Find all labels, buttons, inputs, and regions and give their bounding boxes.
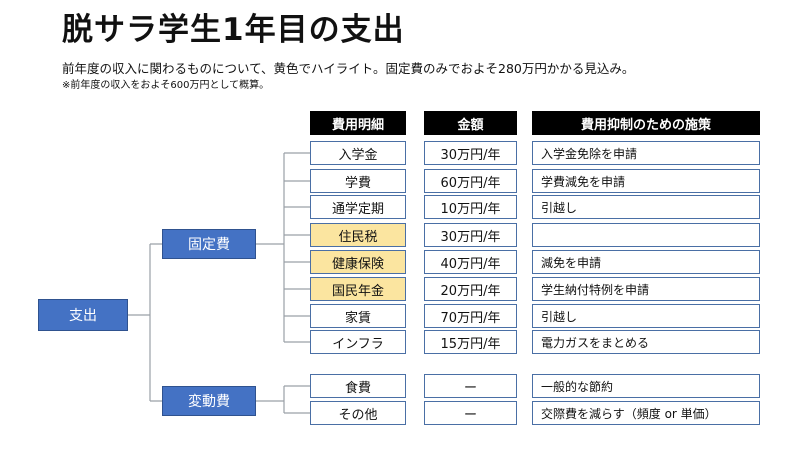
measure-cell: 入学金免除を申請 xyxy=(532,141,760,165)
item-cell: インフラ xyxy=(310,330,406,354)
item-cell-highlighted: 健康保険 xyxy=(310,250,406,274)
item-cell: 家賃 xyxy=(310,304,406,328)
header-measure: 費用抑制のための施策 xyxy=(532,111,760,135)
item-cell: 通学定期 xyxy=(310,195,406,219)
item-cell: その他 xyxy=(310,401,406,425)
header-item: 費用明細 xyxy=(310,111,406,135)
amount-cell: 20万円/年 xyxy=(424,277,517,301)
root-node-expense: 支出 xyxy=(38,299,128,331)
amount-cell: ー xyxy=(424,374,517,398)
measure-cell: 学費減免を申請 xyxy=(532,169,760,193)
item-cell: 学費 xyxy=(310,169,406,193)
page-title: 脱サラ学生1年目の支出 xyxy=(62,12,405,48)
footnote: ※前年度の収入をおよそ600万円として概算。 xyxy=(62,80,270,91)
measure-cell: 交際費を減らす（頻度 or 単価） xyxy=(532,401,760,425)
amount-cell: 15万円/年 xyxy=(424,330,517,354)
item-cell: 入学金 xyxy=(310,141,406,165)
measure-cell: 一般的な節約 xyxy=(532,374,760,398)
measure-cell: 電力ガスをまとめる xyxy=(532,330,760,354)
subtitle: 前年度の収入に関わるものについて、黄色でハイライト。固定費のみでおよそ280万円… xyxy=(62,61,635,76)
measure-cell: 引越し xyxy=(532,195,760,219)
item-cell: 食費 xyxy=(310,374,406,398)
measure-cell: 引越し xyxy=(532,304,760,328)
amount-cell: 60万円/年 xyxy=(424,169,517,193)
header-amount: 金額 xyxy=(424,111,517,135)
item-cell-highlighted: 国民年金 xyxy=(310,277,406,301)
item-cell-highlighted: 住民税 xyxy=(310,223,406,247)
amount-cell: 40万円/年 xyxy=(424,250,517,274)
amount-cell: 70万円/年 xyxy=(424,304,517,328)
amount-cell: ー xyxy=(424,401,517,425)
group-node-variable: 変動費 xyxy=(162,386,256,416)
amount-cell: 30万円/年 xyxy=(424,223,517,247)
amount-cell: 30万円/年 xyxy=(424,141,517,165)
measure-cell: 減免を申請 xyxy=(532,250,760,274)
measure-cell xyxy=(532,223,760,247)
group-node-fixed: 固定費 xyxy=(162,229,256,259)
measure-cell: 学生納付特例を申請 xyxy=(532,277,760,301)
amount-cell: 10万円/年 xyxy=(424,195,517,219)
